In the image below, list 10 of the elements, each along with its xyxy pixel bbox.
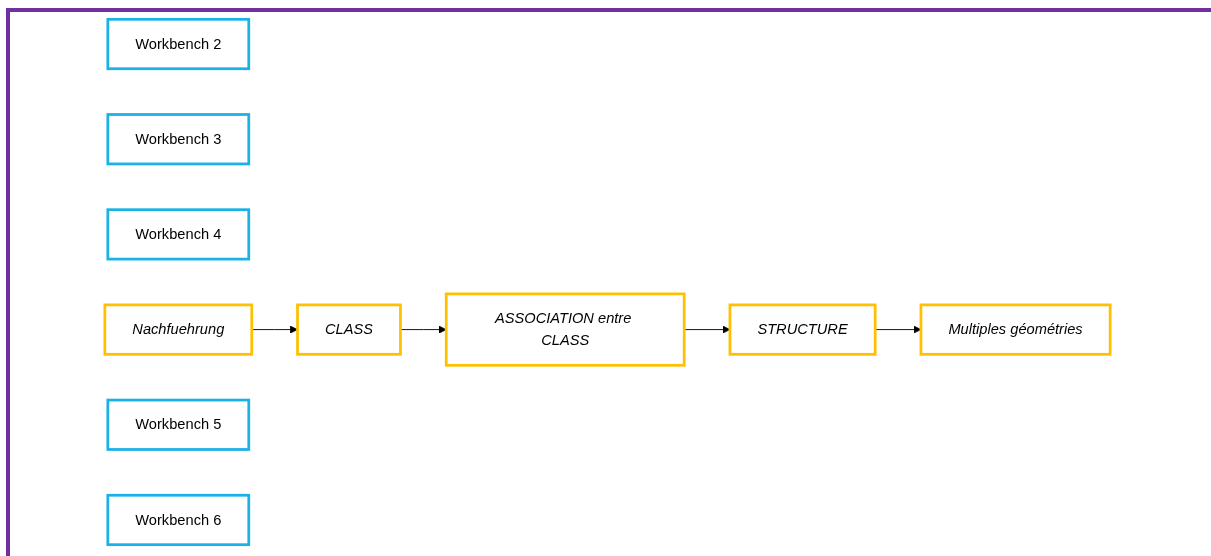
node-box: Workbench 6 <box>106 493 251 547</box>
node-box: Workbench 3 <box>106 113 251 166</box>
node-box: Workbench 4 <box>106 208 251 261</box>
node-box: CLASS <box>296 303 402 356</box>
node-box: ASSOCIATION entre CLASS <box>444 292 686 367</box>
node-box: Nachfuehrung <box>103 303 254 356</box>
node-box: Workbench 5 <box>106 398 251 451</box>
node-box: Workbench 2 <box>106 17 251 71</box>
node-box: Multiples géométries <box>919 303 1112 356</box>
node-box: STRUCTURE <box>728 303 877 356</box>
